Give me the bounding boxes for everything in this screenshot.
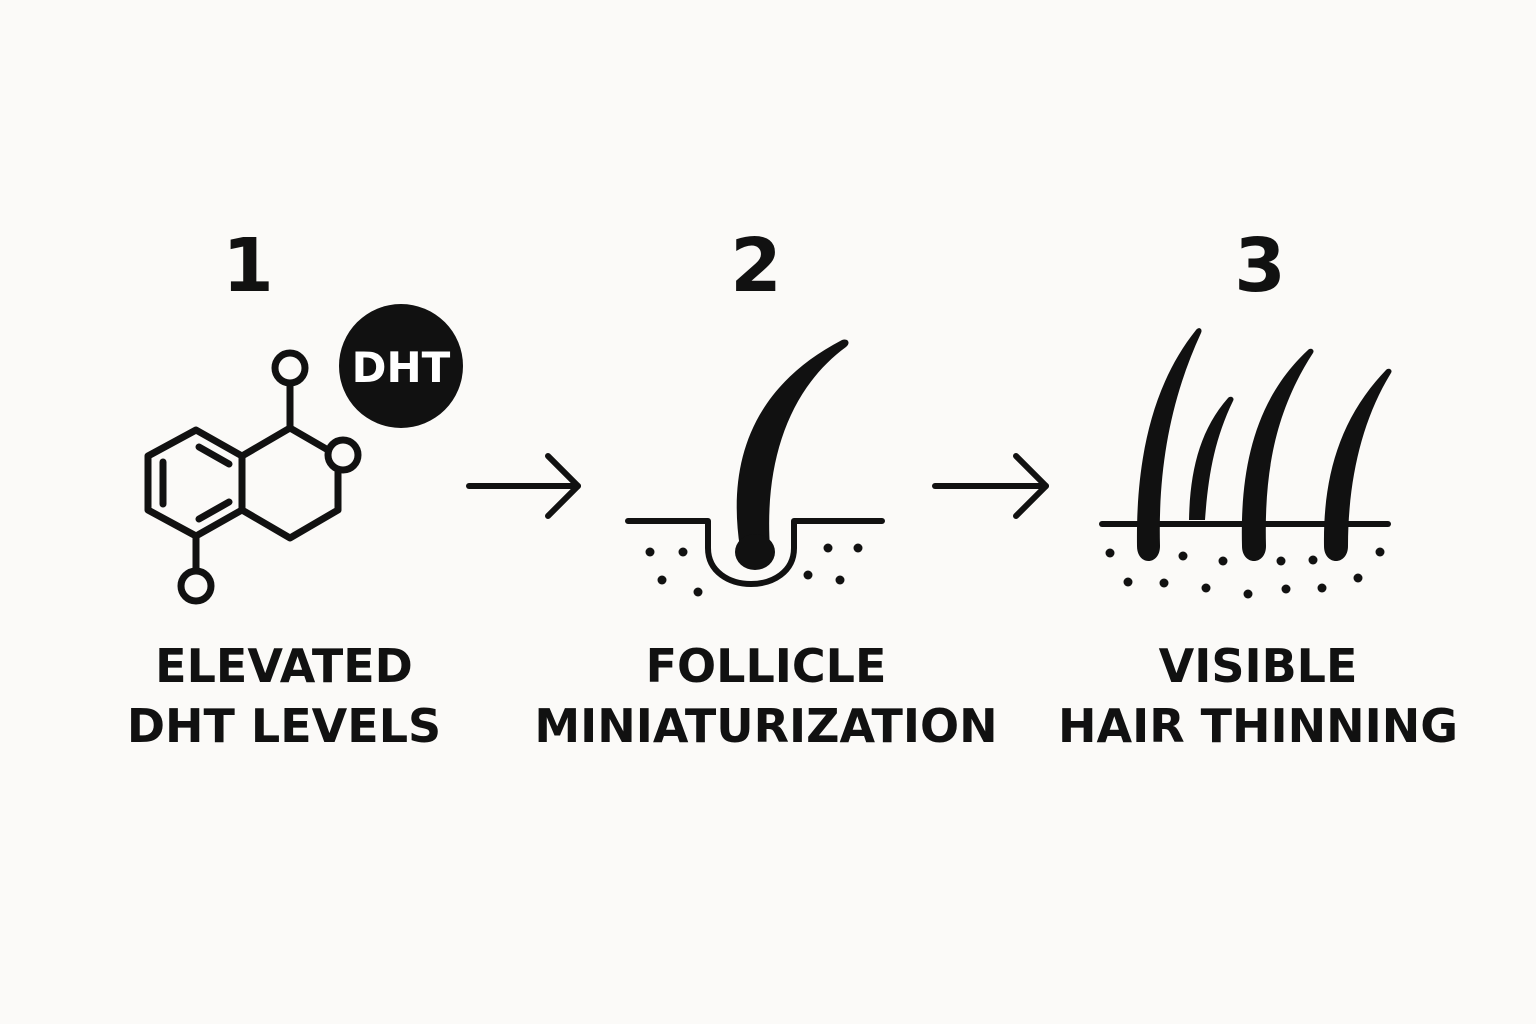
step-1-label-line2: DHT LEVELS [126, 699, 442, 753]
step-2-number: 2 [730, 223, 782, 309]
step-1-number: 1 [222, 223, 274, 309]
step-3-label: VISIBLE HAIR THINNING [998, 636, 1518, 756]
dht-badge-text: DHT [352, 343, 451, 392]
step-1-label: ELEVATED DHT LEVELS [24, 636, 544, 756]
dht-badge: DHT [339, 304, 463, 428]
arrow-right-icon [466, 453, 581, 519]
hair-follicle-icon [625, 339, 885, 597]
step-3-label-line1: VISIBLE [1158, 639, 1358, 693]
step-2-label-line2: MINIATURIZATION [534, 699, 998, 753]
step-3-label-line2: HAIR THINNING [1057, 699, 1458, 753]
thinning-hair-icon [1099, 328, 1392, 599]
molecule-icon [144, 349, 362, 605]
step-1-label-line1: ELEVATED [155, 639, 413, 693]
step-2-label: FOLLICLE MINIATURIZATION [506, 636, 1026, 756]
arrow-right-icon [932, 453, 1049, 519]
step-2-label-line1: FOLLICLE [645, 639, 887, 693]
step-3-number: 3 [1234, 223, 1286, 309]
